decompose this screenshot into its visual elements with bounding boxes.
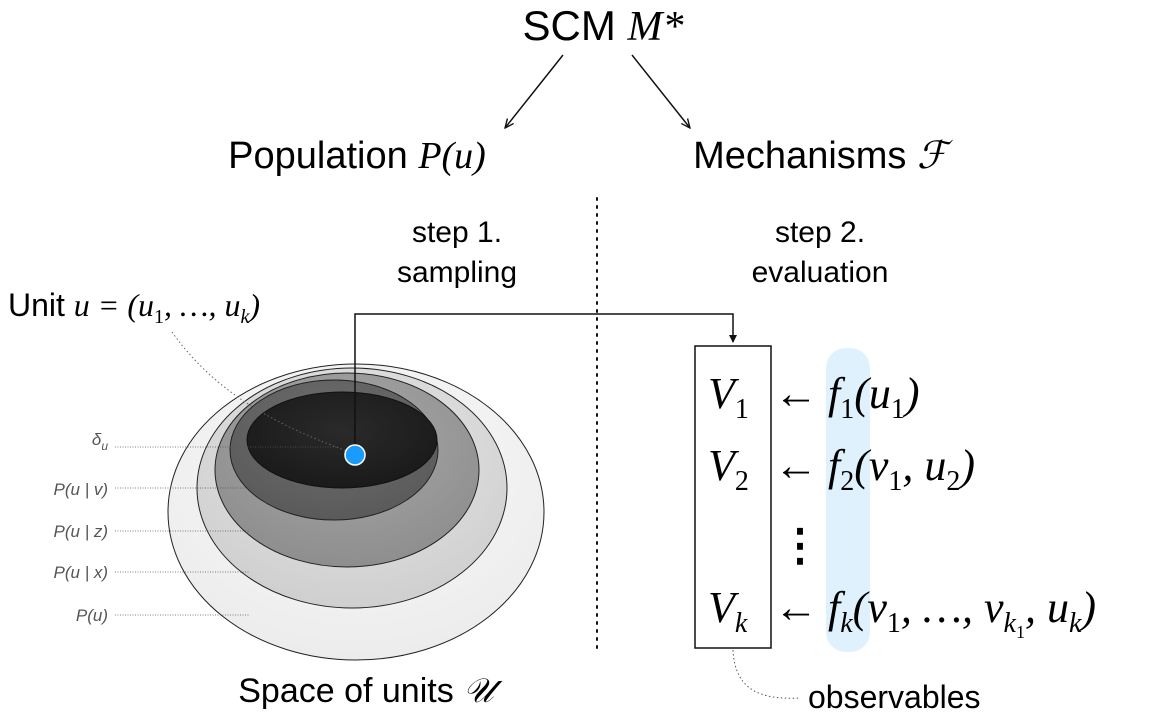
population-label: Population P(u) bbox=[228, 135, 486, 177]
observables-box bbox=[694, 345, 772, 649]
step2-line1: step 2. bbox=[775, 216, 865, 249]
eq-f1: f1(u1) bbox=[828, 369, 920, 425]
arrow-to-population bbox=[505, 54, 564, 128]
step2-line2: evaluation bbox=[752, 256, 889, 289]
equation-row-2: V2 ← f2(v1, u2) bbox=[708, 441, 975, 497]
arrow-v2: ← bbox=[774, 441, 818, 490]
var-vk: Vk bbox=[708, 583, 748, 639]
unit-dot bbox=[344, 444, 366, 466]
label-p-u-x: P(u | x) bbox=[54, 563, 108, 582]
arrow-vk: ← bbox=[774, 583, 818, 632]
units-space-ellipses bbox=[167, 363, 545, 661]
var-v2: V2 bbox=[708, 441, 749, 497]
sampling-connector bbox=[354, 313, 737, 455]
space-of-units-label: Space of units 𝒰 bbox=[238, 672, 503, 710]
label-p-u-v: P(u | v) bbox=[54, 480, 108, 499]
var-v1: V1 bbox=[708, 369, 749, 425]
vertical-ellipsis: ⋮ bbox=[778, 521, 822, 570]
arrow-to-mechanisms bbox=[631, 54, 690, 128]
eq-fk: fk(v1, …, vk1, uk) bbox=[828, 583, 1096, 642]
label-p-u-z: P(u | z) bbox=[54, 522, 108, 541]
function-highlight bbox=[826, 348, 870, 652]
scm-title: SCM M* bbox=[523, 2, 684, 50]
step1-line2: sampling bbox=[397, 256, 517, 289]
mechanisms-label: Mechanisms ℱ bbox=[693, 135, 953, 177]
equation-row-1: V1 ← f1(u1) bbox=[708, 369, 920, 425]
observables-pointer-line bbox=[732, 649, 801, 699]
observables-label: observables bbox=[808, 679, 981, 715]
step1-line1: step 1. bbox=[412, 216, 502, 249]
unit-label: Unit u = (u1, …, uk) bbox=[8, 287, 260, 328]
arrow-v1: ← bbox=[774, 369, 818, 418]
label-delta-u: δu bbox=[92, 430, 108, 453]
ellipse-delta-u bbox=[246, 391, 438, 489]
label-p-u: P(u) bbox=[76, 606, 108, 625]
eq-f2: f2(v1, u2) bbox=[828, 441, 975, 497]
equation-row-k: Vk ← fk(v1, …, vk1, uk) bbox=[708, 583, 1096, 642]
